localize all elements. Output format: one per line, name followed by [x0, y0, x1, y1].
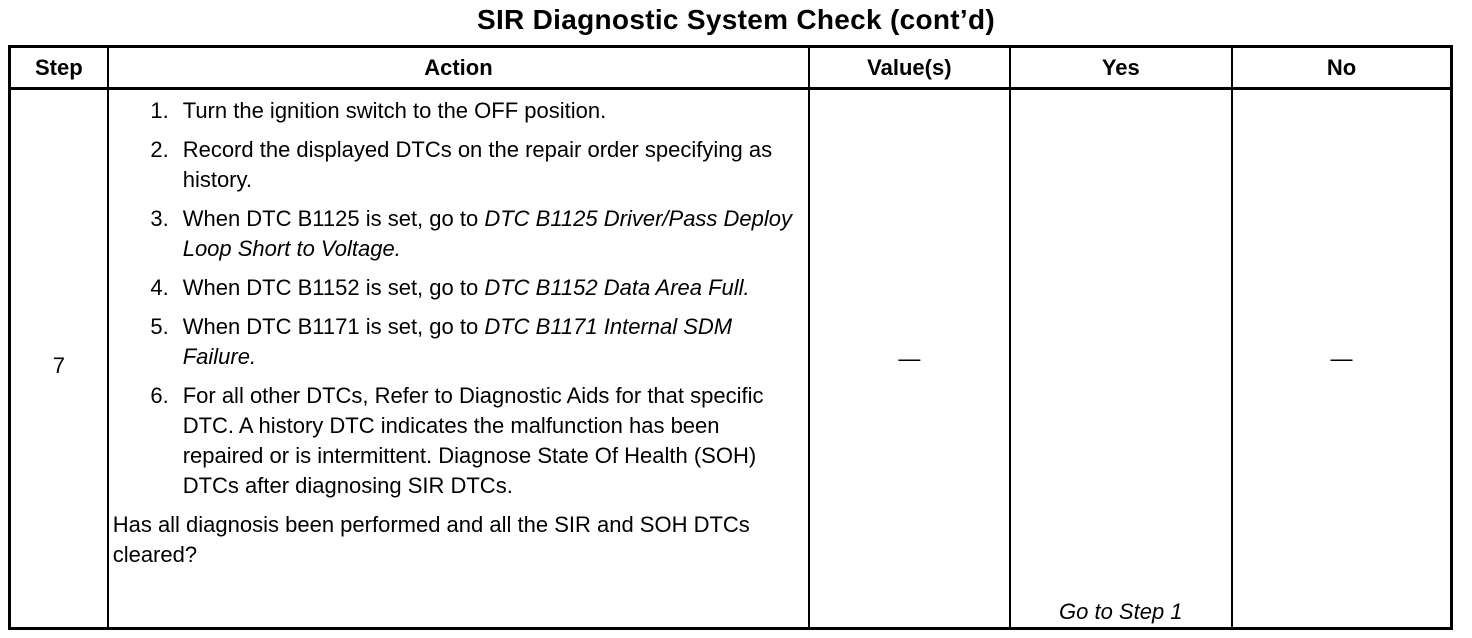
check-question: Has all diagnosis been performed and all…: [112, 512, 750, 567]
step-number: 7: [8, 87, 109, 630]
action-item: 4. When DTC B1152 is set, go to DTC B1152…: [113, 273, 798, 303]
header-step: Step: [8, 45, 109, 90]
procedure-reference: DTC B1152 Data Area Full.: [484, 275, 750, 300]
action-item-number: 1.: [150, 98, 169, 123]
yes-cell: Go to Step 1: [1008, 87, 1234, 630]
action-item-text: When DTC B1152 is set, go to: [182, 275, 485, 300]
action-item: 5. When DTC B1171 is set, go to DTC B1171…: [113, 312, 798, 372]
values-cell: —: [808, 87, 1011, 630]
header-no: No: [1231, 45, 1453, 90]
action-item-text: For all other DTCs, Refer to Diagnostic …: [182, 383, 764, 498]
action-item-number: 3.: [150, 206, 169, 231]
action-item: 3. When DTC B1125 is set, go to DTC B1125…: [113, 204, 798, 264]
action-item-number: 2.: [150, 137, 169, 162]
action-list: 1. Turn the ignition switch to the OFF po…: [113, 96, 798, 501]
action-item-number: 5.: [150, 314, 169, 339]
procedure-reference: DTC B1125 Driver/Pass Deploy Loop Short …: [182, 206, 793, 261]
action-cell: 1. Turn the ignition switch to the OFF po…: [106, 87, 811, 630]
action-item-text: Turn the ignition switch to the OFF posi…: [182, 98, 607, 123]
action-item-text: When DTC B1171 is set, go to: [182, 314, 485, 339]
header-action: Action: [106, 45, 811, 90]
action-item: 6. For all other DTCs, Refer to Diagnosti…: [113, 381, 798, 501]
header-yes: Yes: [1008, 45, 1234, 90]
table-row: 7 1. Turn the ignition switch to the OFF …: [8, 87, 1453, 630]
table-header-row: Step Action Value(s) Yes No: [8, 45, 1453, 90]
action-item-text: When DTC B1125 is set, go to: [182, 206, 485, 231]
no-cell: —: [1231, 87, 1453, 630]
action-item-number: 6.: [150, 383, 169, 408]
header-values: Value(s): [808, 45, 1011, 90]
diagnostic-table: Step Action Value(s) Yes No 7 1. Turn the…: [8, 45, 1453, 630]
page-title: SIR Diagnostic System Check (cont’d): [476, 4, 995, 35]
go-to-step-link: Go to Step 1: [1059, 599, 1183, 624]
action-item: 1. Turn the ignition switch to the OFF po…: [113, 96, 798, 126]
procedure-reference: DTC B1171 Internal SDM Failure.: [182, 314, 733, 369]
action-item-number: 4.: [150, 275, 169, 300]
action-item: 2. Record the displayed DTCs on the repai…: [113, 135, 798, 195]
action-item-text: Record the displayed DTCs on the repair …: [182, 137, 773, 192]
